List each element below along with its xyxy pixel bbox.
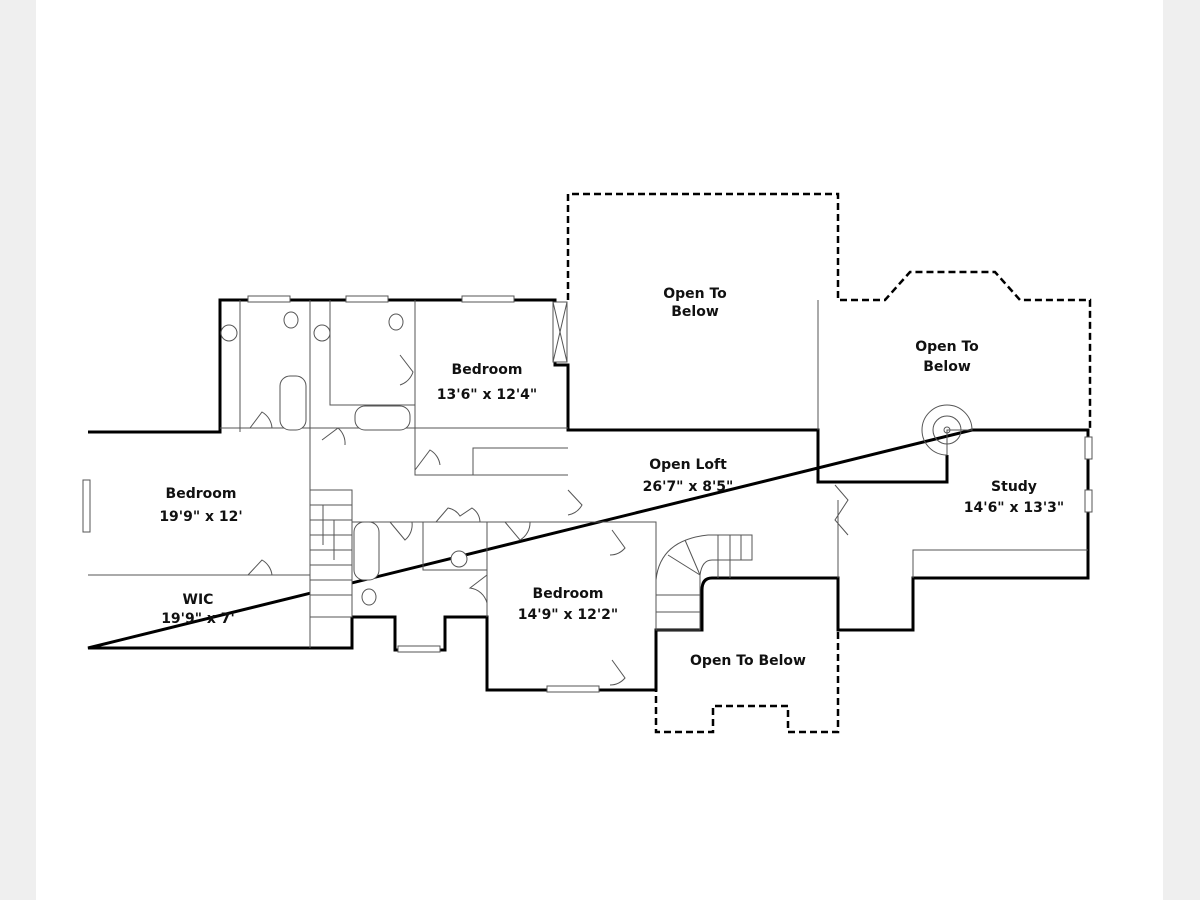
room-size-bedroom-2: 19'9" x 12' bbox=[159, 509, 242, 525]
open-to-below-2-line1: Open To bbox=[915, 339, 979, 355]
room-name-open-loft: Open Loft bbox=[649, 457, 727, 473]
room-size-study: 14'6" x 13'3" bbox=[964, 500, 1064, 516]
curved-stairs bbox=[655, 534, 753, 631]
floor-plan-sheet bbox=[36, 0, 1163, 900]
room-name-bedroom-2: Bedroom bbox=[166, 486, 237, 502]
exterior-walls bbox=[87, 298, 1090, 692]
room-name-bedroom-1: Bedroom bbox=[452, 362, 523, 378]
room-name-bedroom-3: Bedroom bbox=[533, 586, 604, 602]
straight-stairs bbox=[309, 489, 353, 618]
open-to-below-outline-bottom bbox=[654, 630, 840, 734]
open-to-below-3: Open To Below bbox=[690, 653, 806, 669]
room-size-bedroom-3: 14'9" x 12'2" bbox=[518, 607, 618, 623]
open-to-below-1-line2: Below bbox=[671, 304, 719, 320]
room-name-study: Study bbox=[991, 479, 1037, 495]
room-size-wic: 19'9" x 7' bbox=[161, 611, 235, 627]
bathroom-fixtures bbox=[220, 301, 568, 606]
open-to-below-outline-top bbox=[566, 192, 1092, 430]
room-size-open-loft: 26'7" x 8'5" bbox=[643, 479, 734, 495]
open-to-below-2-line2: Below bbox=[923, 359, 971, 375]
open-to-below-1-line1: Open To bbox=[663, 286, 727, 302]
doors bbox=[247, 354, 849, 686]
room-size-bedroom-1: 13'6" x 12'4" bbox=[437, 387, 537, 403]
spiral-staircase bbox=[921, 404, 973, 456]
room-name-wic: WIC bbox=[183, 592, 214, 608]
windows bbox=[82, 295, 1093, 693]
